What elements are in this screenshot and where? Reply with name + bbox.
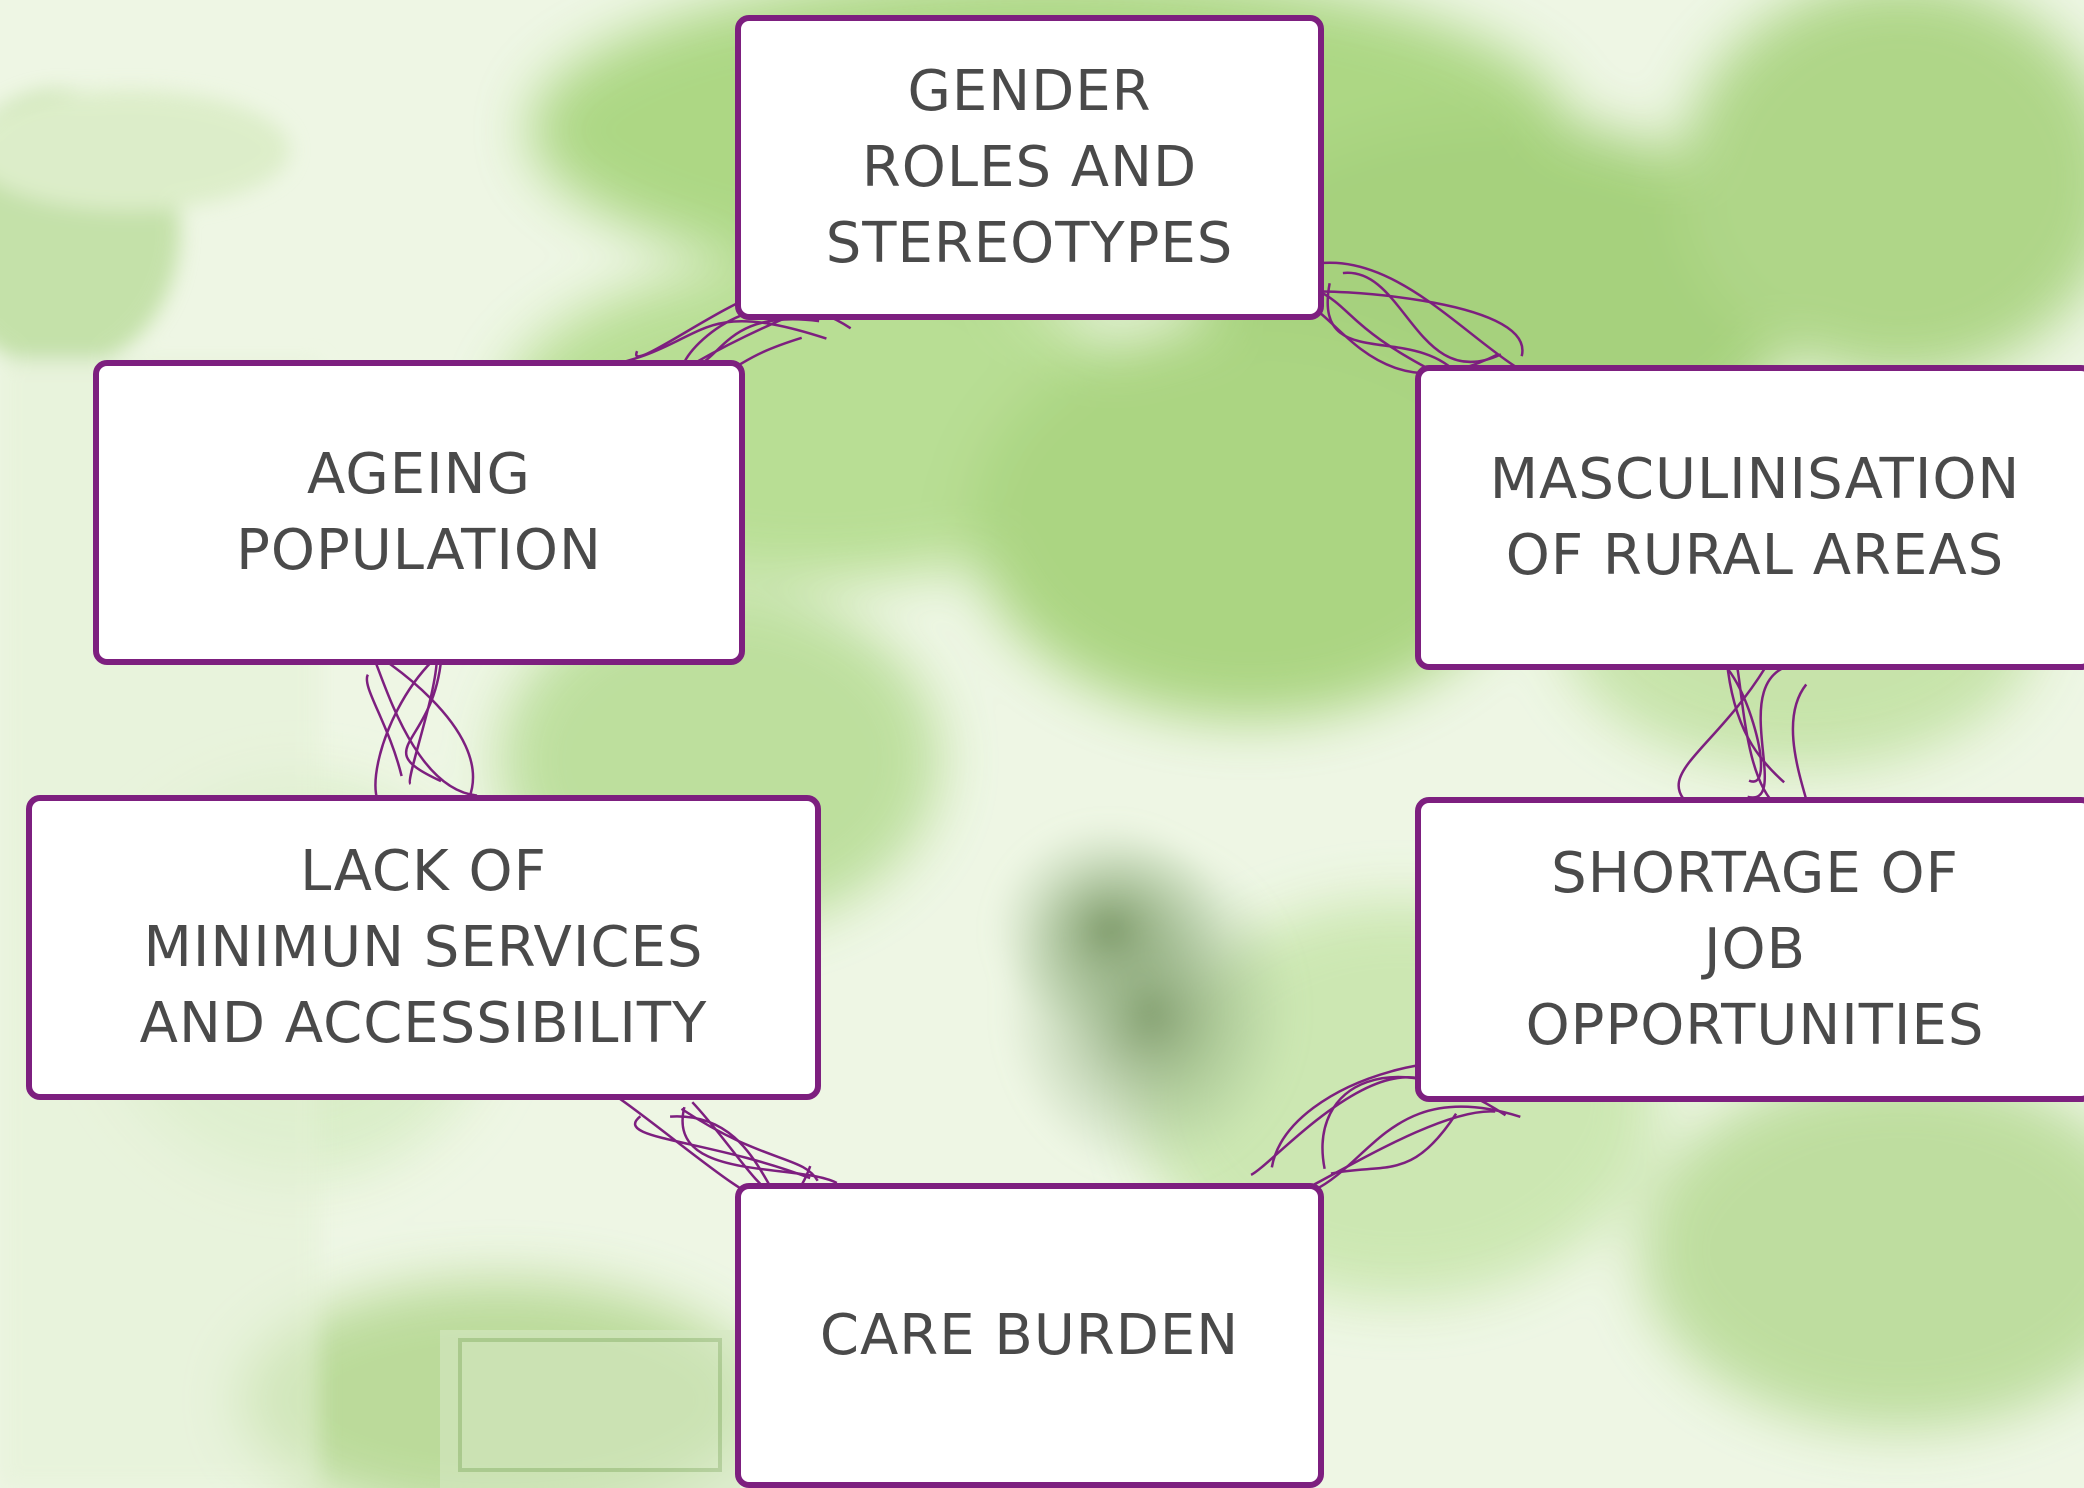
connector-lack-services-ageing xyxy=(365,674,403,777)
node-ageing: AGEING POPULATION xyxy=(93,360,745,665)
connector-care-burden-lack-services xyxy=(633,1115,811,1180)
node-label: GENDER ROLES AND STEREOTYPES xyxy=(825,58,1234,276)
node-care-burden: CARE BURDEN xyxy=(735,1183,1324,1488)
node-gender-roles: GENDER ROLES AND STEREOTYPES xyxy=(735,15,1324,320)
node-masculinisation: MASCULINISATION OF RURAL AREAS xyxy=(1415,365,2084,670)
node-lack-services: LACK OF MINIMUN SERVICES AND ACCESSIBILI… xyxy=(26,795,821,1100)
connector-care-burden-lack-services xyxy=(681,1106,838,1185)
connector-gender-roles-masculinisation xyxy=(1313,290,1524,357)
node-job-shortage: SHORTAGE OF JOB OPPORTUNITIES xyxy=(1415,797,2084,1102)
connector-gender-roles-masculinisation xyxy=(1326,282,1461,377)
node-label: AGEING POPULATION xyxy=(236,441,602,583)
node-label: SHORTAGE OF JOB OPPORTUNITIES xyxy=(1525,840,1985,1058)
connector-job-shortage-care-burden xyxy=(1330,1113,1458,1175)
node-label: MASCULINISATION OF RURAL AREAS xyxy=(1489,446,2021,588)
connector-care-burden-lack-services xyxy=(680,1107,819,1182)
connector-gender-roles-masculinisation xyxy=(1342,271,1502,364)
node-label: CARE BURDEN xyxy=(819,1302,1240,1368)
node-label: LACK OF MINIMUN SERVICES AND ACCESSIBILI… xyxy=(139,838,708,1056)
